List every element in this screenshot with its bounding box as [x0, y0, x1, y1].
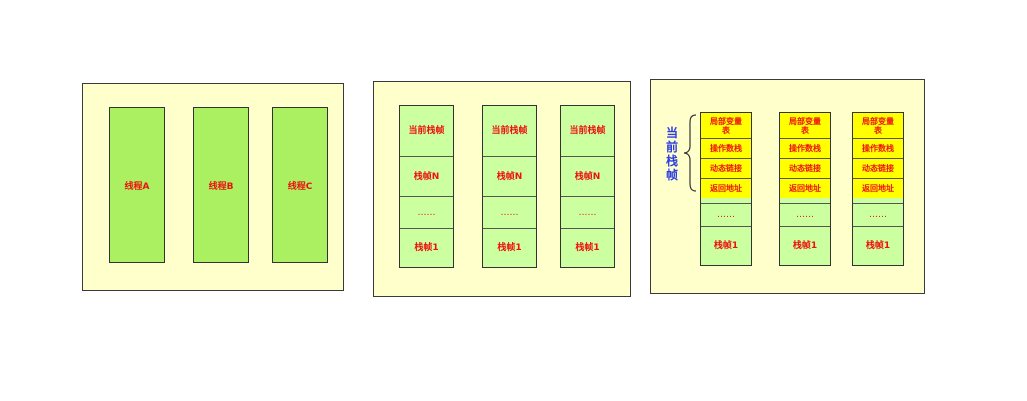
stack-2: 当前栈帧 栈帧N …… 栈帧1: [482, 105, 537, 268]
operand-stack-2: 操作数栈: [780, 138, 830, 158]
frame-bottom-3: 栈帧1: [865, 241, 891, 251]
local-variables-3: 局部变量 表: [853, 113, 903, 138]
current-frame-side-label: 当前栈帧: [665, 126, 678, 182]
frame-ellipsis-3: ……: [853, 203, 903, 227]
thread-b: 线程B: [193, 107, 249, 263]
stack-1: 当前栈帧 栈帧N …… 栈帧1: [399, 105, 454, 268]
dynamic-link-3: 动态链接: [853, 158, 903, 178]
stack-3-frame-1: 栈帧1: [561, 228, 614, 267]
stack-2-ellipsis: ……: [483, 196, 536, 228]
stack-2-frame-n: 栈帧N: [483, 156, 536, 196]
stack-1-frame-1: 栈帧1: [400, 228, 453, 267]
stack-3-ellipsis: ……: [561, 196, 614, 228]
stack-1-ellipsis: ……: [400, 196, 453, 228]
stack-2-frame-1: 栈帧1: [483, 228, 536, 267]
frame-ellipsis-2: ……: [780, 203, 830, 227]
frame-stack-3: 局部变量 表 操作数栈 动态链接 返回地址 …… 栈帧1: [852, 112, 904, 266]
frame-ellipsis-1: ……: [701, 203, 751, 227]
thread-c: 线程C: [272, 107, 328, 263]
frame-bottom-1: 栈帧1: [713, 241, 739, 251]
brace-icon: [683, 114, 697, 192]
frame-stack-2: 局部变量 表 操作数栈 动态链接 返回地址 …… 栈帧1: [779, 112, 831, 266]
local-variables-1: 局部变量 表: [701, 113, 751, 138]
thread-b-label: 线程B: [208, 181, 234, 192]
thread-a-label: 线程A: [124, 181, 150, 192]
dynamic-link-2: 动态链接: [780, 158, 830, 178]
stack-3: 当前栈帧 栈帧N …… 栈帧1: [560, 105, 615, 268]
threads-panel: 线程A 线程B 线程C: [82, 83, 344, 291]
stack-1-frame-n: 栈帧N: [400, 156, 453, 196]
thread-a: 线程A: [109, 107, 165, 263]
operand-stack-1: 操作数栈: [701, 138, 751, 158]
return-address-1: 返回地址: [701, 178, 751, 198]
frame-stack-1: 局部变量 表 操作数栈 动态链接 返回地址 …… 栈帧1: [700, 112, 752, 266]
thread-c-label: 线程C: [287, 181, 313, 192]
frame-bottom-2: 栈帧1: [792, 241, 818, 251]
stacks-panel: 当前栈帧 栈帧N …… 栈帧1 当前栈帧 栈帧N …… 栈帧1 当前栈帧 栈帧N…: [373, 81, 631, 297]
stack-3-frame-n: 栈帧N: [561, 156, 614, 196]
stack-1-current-frame: 当前栈帧: [408, 126, 445, 136]
frame-detail-panel: 当前栈帧 局部变量 表 操作数栈 动态链接 返回地址 …… 栈帧1 局部变量 表…: [650, 79, 925, 294]
stack-2-current-frame: 当前栈帧: [491, 126, 528, 136]
stack-3-current-frame: 当前栈帧: [569, 126, 606, 136]
local-variables-2: 局部变量 表: [780, 113, 830, 138]
operand-stack-3: 操作数栈: [853, 138, 903, 158]
return-address-3: 返回地址: [853, 178, 903, 198]
return-address-2: 返回地址: [780, 178, 830, 198]
dynamic-link-1: 动态链接: [701, 158, 751, 178]
